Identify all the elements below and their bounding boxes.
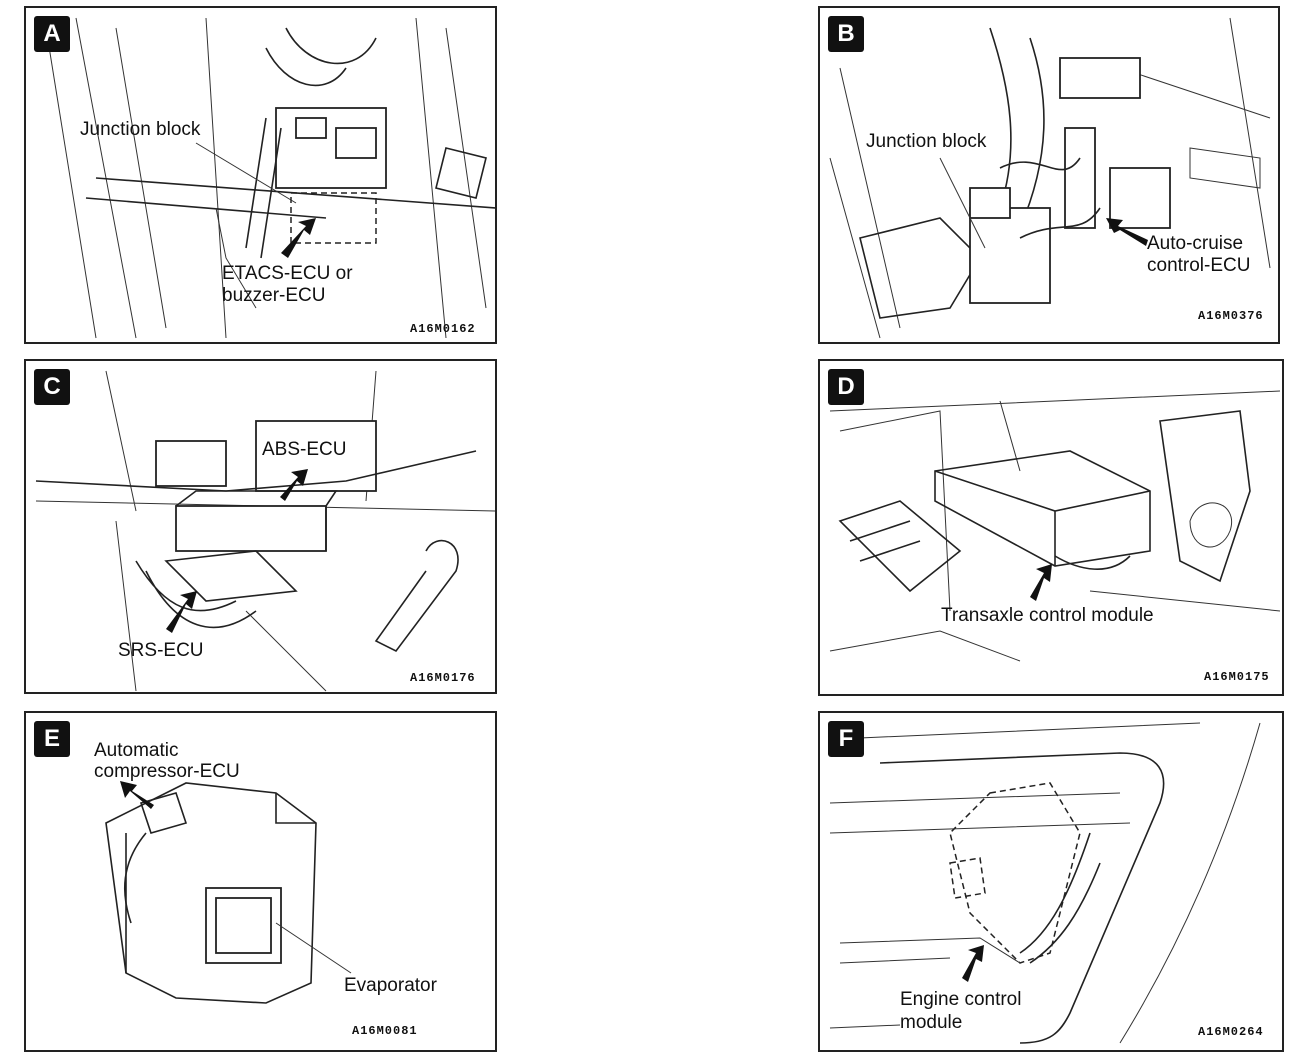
- label-control-ecu: control-ECU: [1147, 255, 1251, 276]
- panel-b: B Junction block Auto-cruise control-ECU…: [818, 6, 1280, 344]
- label-etacs-ecu: ETACS-ECU or: [222, 263, 353, 284]
- panel-letter: F: [828, 721, 864, 757]
- figure-code: A16M0176: [410, 671, 476, 685]
- panel-d-illustration: [829, 390, 1281, 662]
- figure-code: A16M0376: [1198, 309, 1264, 323]
- label-auto-cruise: Auto-cruise: [1147, 233, 1244, 254]
- panel-a: A Junction block ETACS-ECU or buzzer-ECU…: [24, 6, 497, 344]
- label-module: module: [900, 1012, 963, 1033]
- figure-code: A16M0175: [1204, 670, 1270, 684]
- label-junction-block: Junction block: [866, 131, 987, 152]
- figure-code: A16M0162: [410, 322, 476, 336]
- panel-letter: C: [34, 369, 70, 405]
- label-junction-block: Junction block: [80, 119, 201, 140]
- label-abs-ecu: ABS-ECU: [262, 439, 347, 460]
- figure-code: A16M0264: [1198, 1025, 1264, 1039]
- panel-letter: E: [34, 721, 70, 757]
- panel-letter: A: [34, 16, 70, 52]
- label-transaxle-control-module: Transaxle control module: [941, 605, 1154, 626]
- panel-letter: D: [828, 369, 864, 405]
- label-evaporator: Evaporator: [344, 975, 437, 996]
- label-buzzer-ecu: buzzer-ECU: [222, 285, 326, 306]
- panel-e: E Automatic compressor-ECU Evaporator A1…: [24, 711, 497, 1052]
- panel-c: C ABS-ECU SRS-ECU A16M0176: [24, 359, 497, 694]
- panel-letter: B: [828, 16, 864, 52]
- label-engine-control: Engine control: [900, 989, 1022, 1010]
- label-automatic: Automatic: [94, 740, 179, 761]
- panel-e-illustration: [105, 781, 352, 1004]
- panel-d: D Transaxle control module A16M0175: [818, 359, 1284, 696]
- panel-b-illustration: [829, 17, 1271, 339]
- panel-f: F Engine control module A16M0264: [818, 711, 1284, 1052]
- label-compressor-ecu: compressor-ECU: [94, 761, 240, 782]
- panel-c-illustration: [35, 370, 495, 692]
- figure-code: A16M0081: [352, 1024, 418, 1038]
- panel-f-illustration: [829, 722, 1261, 1044]
- panel-a-illustration: [45, 17, 495, 339]
- label-srs-ecu: SRS-ECU: [118, 640, 204, 661]
